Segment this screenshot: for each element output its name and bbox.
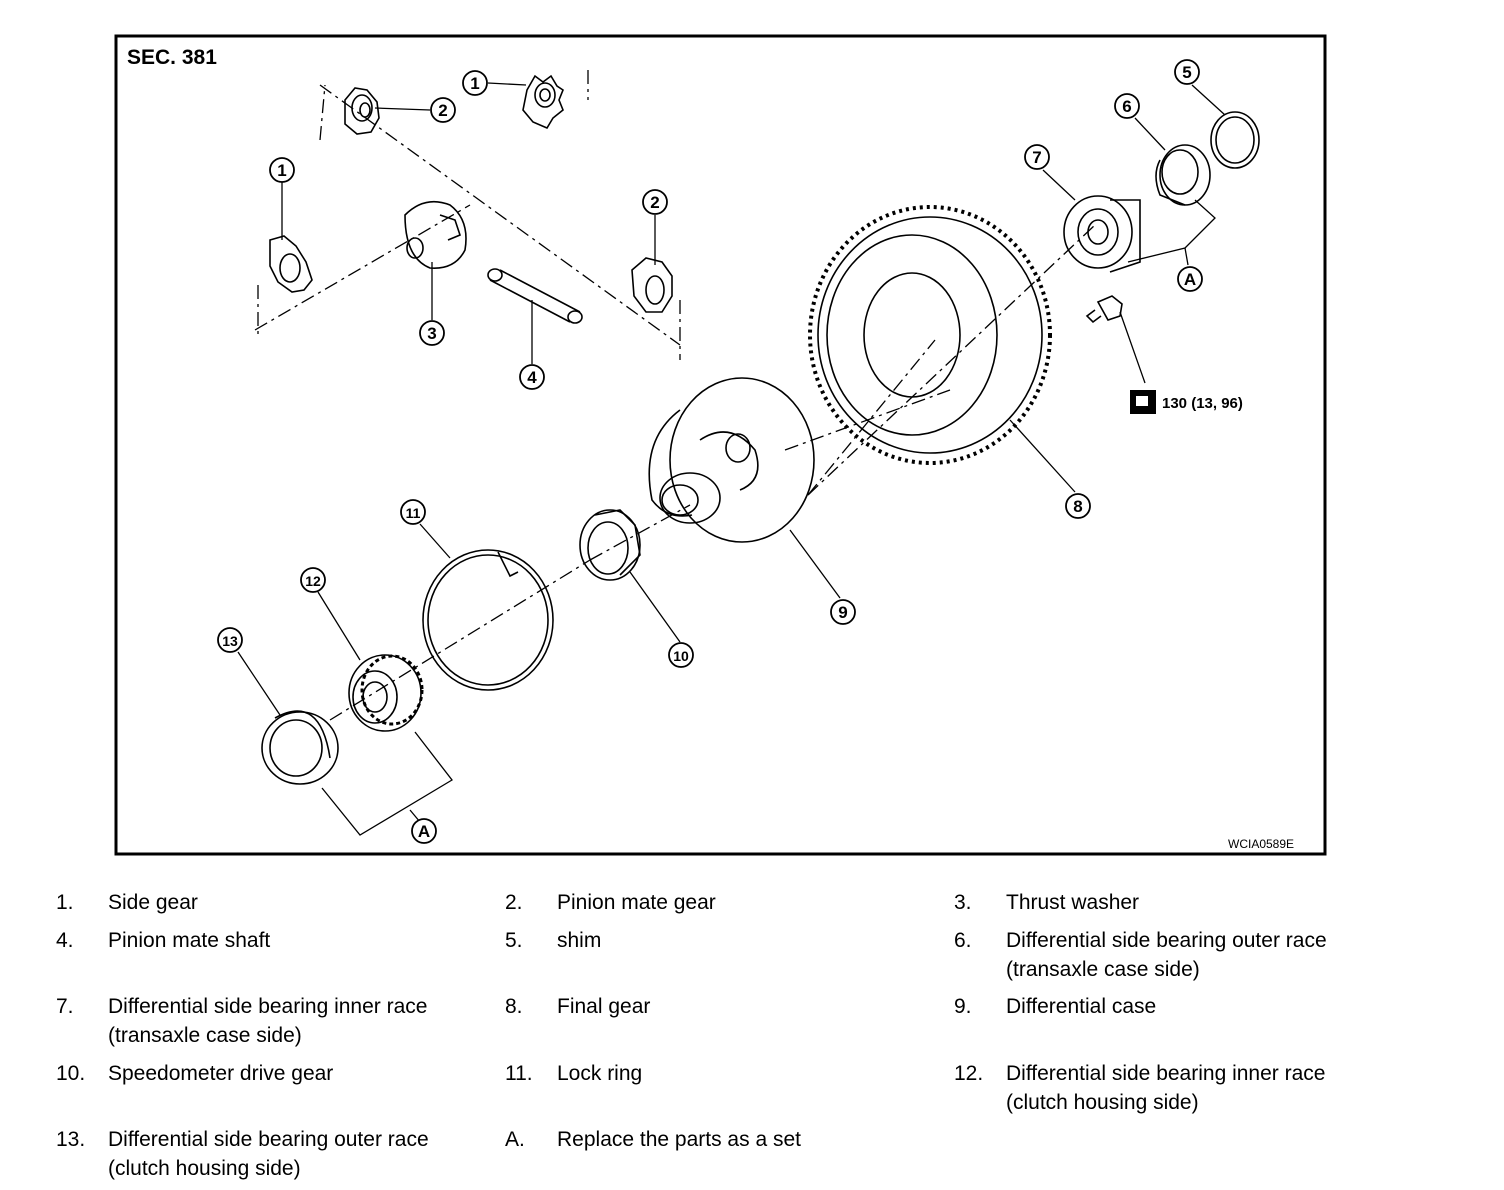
svg-text:1: 1 bbox=[277, 161, 286, 180]
callout-11: 11 bbox=[400, 499, 426, 525]
svg-text:12: 12 bbox=[305, 573, 321, 589]
callout-8: 8 bbox=[1065, 493, 1091, 519]
callout-10: 10 bbox=[668, 642, 694, 668]
pinion-mate-gear-upper bbox=[344, 87, 380, 135]
figure-code: WCIA0589E bbox=[1228, 837, 1294, 851]
svg-text:3: 3 bbox=[427, 324, 436, 343]
bolt bbox=[1085, 295, 1123, 324]
outer-race-transaxle bbox=[1155, 144, 1211, 206]
center-axes bbox=[254, 70, 1096, 721]
lock-ring bbox=[422, 549, 554, 691]
svg-text:2: 2 bbox=[438, 101, 447, 120]
pinion-mate-shaft bbox=[487, 268, 583, 324]
thrust-washer bbox=[404, 200, 467, 269]
outer-race-clutch bbox=[261, 710, 339, 785]
speedometer-drive-gear bbox=[579, 509, 641, 581]
callout-2-right: 2 bbox=[642, 189, 668, 215]
callout-2-upper: 2 bbox=[430, 97, 456, 123]
callouts: 1 1 2 2 3 4 5 6 7 8 9 10 11 12 13 A A bbox=[217, 59, 1203, 844]
callout-A-lower: A bbox=[411, 818, 437, 844]
pinion-mate-gear-right bbox=[631, 257, 673, 313]
callout-9: 9 bbox=[830, 599, 856, 625]
torque-symbol bbox=[1130, 390, 1156, 414]
exploded-diagram: SEC. 381 WCIA0589E bbox=[114, 34, 1327, 856]
svg-text:10: 10 bbox=[673, 648, 689, 664]
diagram-frame bbox=[114, 34, 1327, 856]
callout-6: 6 bbox=[1114, 93, 1140, 119]
svg-text:A: A bbox=[1184, 270, 1196, 289]
callout-1-left: 1 bbox=[269, 157, 295, 183]
svg-text:A: A bbox=[418, 822, 430, 841]
final-gear bbox=[808, 205, 1052, 465]
callout-7: 7 bbox=[1024, 144, 1050, 170]
inner-race-transaxle bbox=[1063, 195, 1141, 273]
svg-text:9: 9 bbox=[838, 603, 847, 622]
callout-A-upper: A bbox=[1177, 266, 1203, 292]
svg-text:11: 11 bbox=[406, 505, 421, 521]
svg-text:1: 1 bbox=[470, 74, 479, 93]
svg-text:5: 5 bbox=[1182, 63, 1191, 82]
torque-value: 130 (13, 96) bbox=[1162, 395, 1243, 412]
svg-text:4: 4 bbox=[527, 368, 537, 387]
callout-5: 5 bbox=[1174, 59, 1200, 85]
section-label: SEC. 381 bbox=[127, 46, 217, 69]
callout-3: 3 bbox=[419, 320, 445, 346]
svg-text:6: 6 bbox=[1122, 97, 1131, 116]
svg-text:2: 2 bbox=[650, 193, 659, 212]
callout-13: 13 bbox=[217, 627, 243, 653]
inner-race-clutch bbox=[348, 654, 424, 732]
shim bbox=[1210, 111, 1260, 169]
svg-text:8: 8 bbox=[1073, 497, 1082, 516]
side-gear-upper bbox=[522, 74, 564, 130]
svg-text:7: 7 bbox=[1032, 148, 1041, 167]
callout-4: 4 bbox=[519, 364, 545, 390]
callout-1-upper: 1 bbox=[462, 70, 488, 96]
side-gear-left bbox=[269, 235, 313, 293]
svg-text:13: 13 bbox=[222, 633, 238, 649]
parts-legend: 1.Side gear 2.Pinion mate gear 3.Thrust … bbox=[56, 891, 1327, 1180]
differential-case bbox=[648, 377, 815, 543]
callout-12: 12 bbox=[300, 567, 326, 593]
